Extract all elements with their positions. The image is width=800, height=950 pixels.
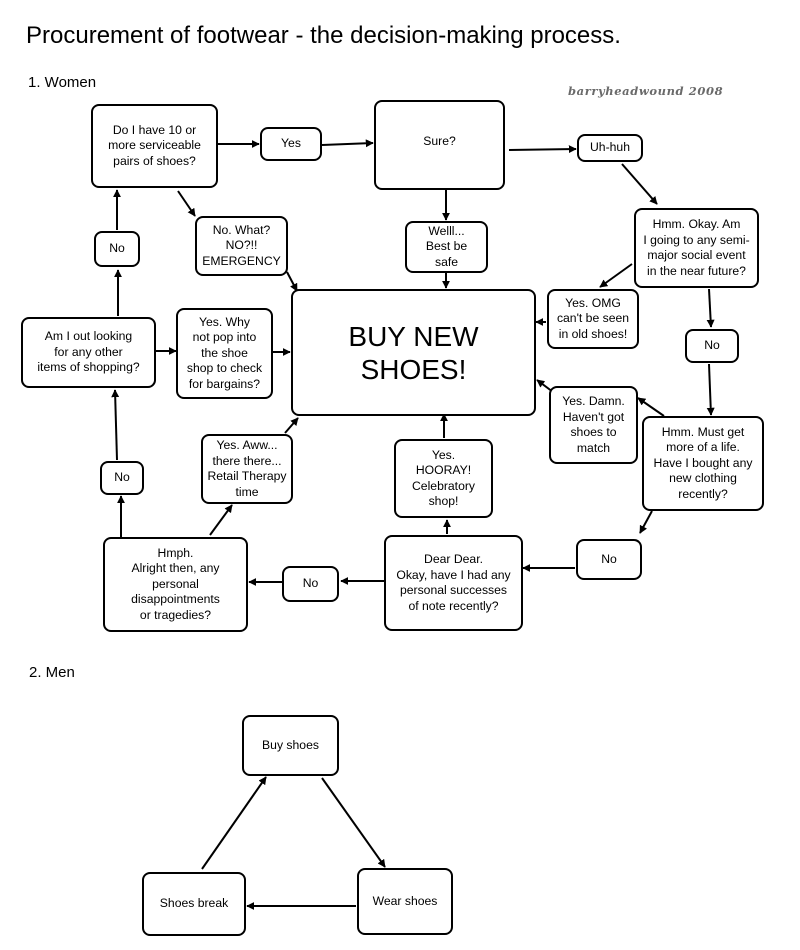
node-yes-omg: Yes. OMG can't be seen in old shoes! <box>547 289 639 349</box>
node-disappointments-question: Hmph. Alright then, any personal disappo… <box>103 537 248 632</box>
node-no-disappointments: No <box>100 461 144 495</box>
arrow-sure-to-uhhuh <box>508 145 577 154</box>
arrow-no-to-shopping <box>111 389 120 461</box>
arrow-disappointments-to-yesaww <box>209 504 233 536</box>
arrow-clothing-to-no <box>639 510 653 534</box>
node-shoes-break: Shoes break <box>142 872 246 936</box>
node-no-emergency: No. What? NO?!! EMERGENCY <box>195 216 288 276</box>
arrow-buy-to-wear <box>321 777 386 868</box>
arrow-social-to-yesomg <box>599 263 633 288</box>
node-yes-retail-therapy: Yes. Aww... there there... Retail Therap… <box>201 434 293 504</box>
arrow-no-to-clothing <box>706 363 715 416</box>
node-wear-shoes: Wear shoes <box>357 868 453 935</box>
arrow-uhhuh-to-social <box>621 163 658 205</box>
node-yes-check-bargains: Yes. Why not pop into the shoe shop to c… <box>176 308 273 399</box>
node-new-clothing-question: Hmm. Must get more of a life. Have I bou… <box>642 416 764 511</box>
node-yes-ten-pairs: Yes <box>260 127 322 161</box>
node-ten-pairs-question: Do I have 10 or more serviceable pairs o… <box>91 104 218 188</box>
arrow-yesaww-to-buy <box>284 417 299 434</box>
author-credit: barryheadwound 2008 <box>568 84 724 98</box>
node-yes-hooray: Yes. HOORAY! Celebratory shop! <box>394 439 493 518</box>
men-section-heading: 2. Men <box>29 664 75 681</box>
arrow-yes-to-sure <box>321 139 374 148</box>
node-yes-damn: Yes. Damn. Haven't got shoes to match <box>549 386 638 464</box>
arrow-tenpairs-to-emergency <box>177 190 196 217</box>
node-buy-new-shoes: BUY NEW SHOES! <box>291 289 536 416</box>
node-sure-question: Sure? <box>374 100 505 190</box>
node-social-event-question: Hmm. Okay. Am I going to any semi- major… <box>634 208 759 288</box>
node-other-shopping-question: Am I out looking for any other items of … <box>21 317 156 388</box>
node-well-best-be-safe: Welll... Best be safe <box>405 221 488 273</box>
arrow-social-to-no <box>706 288 715 328</box>
arrow-clothing-to-yesdamn <box>637 397 665 417</box>
women-section-heading: 1. Women <box>28 74 97 91</box>
node-personal-successes-question: Dear Dear. Okay, have I had any personal… <box>384 535 523 631</box>
node-buy-shoes: Buy shoes <box>242 715 339 776</box>
node-no-shopping: No <box>94 231 140 267</box>
arrow-break-to-buy <box>201 776 267 870</box>
arrow-emergency-to-buy <box>286 271 298 292</box>
node-no-clothing: No <box>576 539 642 580</box>
page-title: Procurement of footwear - the decision-m… <box>26 22 621 49</box>
node-uh-huh: Uh-huh <box>577 134 643 162</box>
node-no-successes: No <box>282 566 339 602</box>
node-no-social-event: No <box>685 329 739 363</box>
